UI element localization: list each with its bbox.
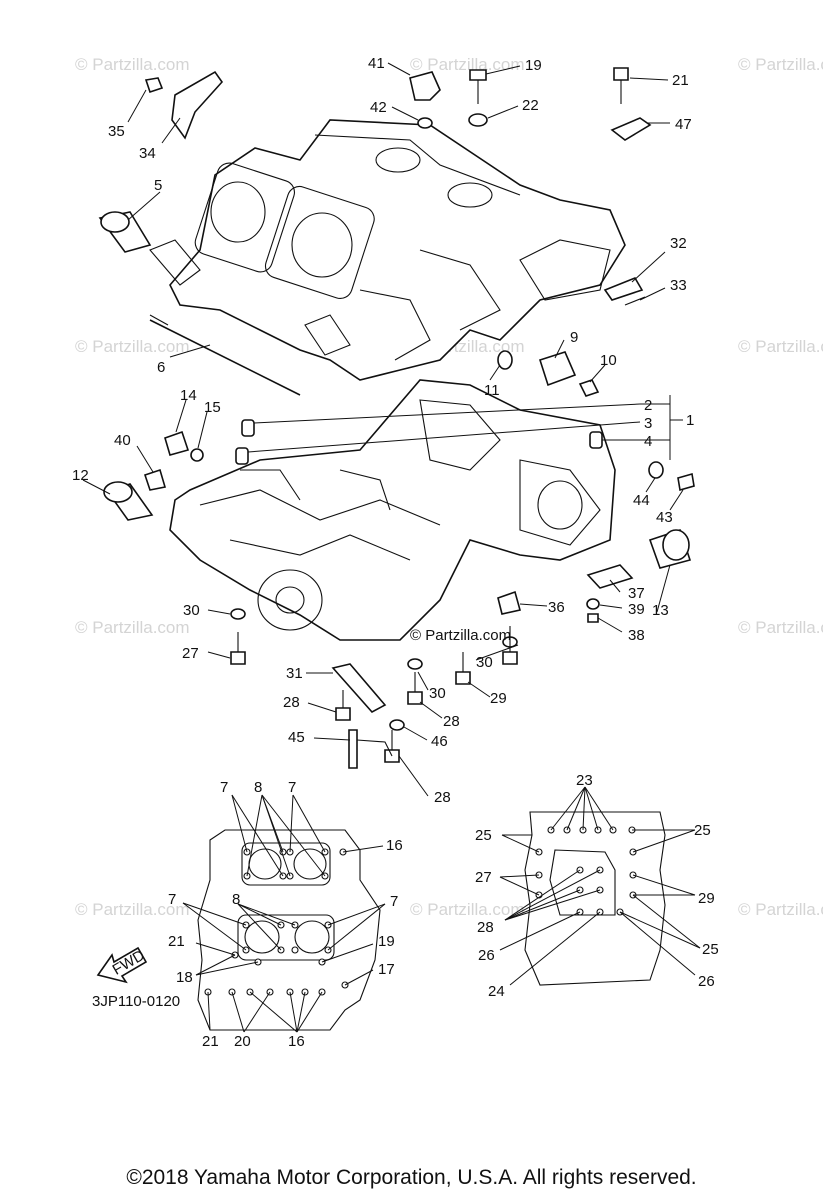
callout-47: 47: [675, 116, 692, 133]
callout-5: 5: [154, 177, 162, 194]
callout-7: 7: [390, 893, 398, 910]
callout-30: 30: [476, 654, 493, 671]
watermark: © Partzilla.com: [75, 900, 190, 919]
callout-20: 20: [234, 1033, 251, 1050]
callout-4: 4: [644, 433, 652, 450]
watermark: © Partzilla.com: [738, 337, 823, 356]
callout-46: 46: [431, 733, 448, 750]
watermark: © Partzilla.com: [738, 618, 823, 637]
watermarks: © Partzilla.com © Partzilla.com © Partzi…: [75, 55, 823, 919]
center-watermark: © Partzilla.com: [410, 627, 511, 644]
top-bolt-pattern: [197, 829, 381, 1031]
watermark: © Partzilla.com: [738, 55, 823, 74]
callout-25: 25: [694, 822, 711, 839]
callout-29: 29: [490, 690, 507, 707]
watermark: © Partzilla.com: [75, 55, 190, 74]
callout-17: 17: [378, 961, 395, 978]
callout-37: 37: [628, 585, 645, 602]
callout-8: 8: [232, 891, 240, 908]
fwd-label: FWD: [110, 947, 148, 979]
callout-33: 33: [670, 277, 687, 294]
callouts: 1 2 3 4 5 6 7 7 7 7 8 8 9 10 11 12 13 14…: [72, 55, 719, 1050]
callout-39: 39: [628, 601, 645, 618]
copyright-notice: ©2018 Yamaha Motor Corporation, U.S.A. A…: [126, 1166, 697, 1189]
upper-crankcase: [149, 119, 626, 381]
callout-22: 22: [522, 97, 539, 114]
callout-12: 12: [72, 467, 89, 484]
callout-15: 15: [204, 399, 221, 416]
watermark: © Partzilla.com: [410, 55, 525, 74]
callout-38: 38: [628, 627, 645, 644]
callout-9: 9: [570, 329, 578, 346]
callout-45: 45: [288, 729, 305, 746]
diagram-code: 3JP110-0120: [92, 993, 180, 1010]
callout-16: 16: [386, 837, 403, 854]
callout-10: 10: [600, 352, 617, 369]
callout-34: 34: [139, 145, 156, 162]
callout-21: 21: [168, 933, 185, 950]
callout-42: 42: [370, 99, 387, 116]
watermark: © Partzilla.com: [738, 900, 823, 919]
fwd-arrow: FWD: [96, 947, 148, 984]
callout-40: 40: [114, 432, 131, 449]
callout-1: 1: [686, 412, 694, 429]
callout-28: 28: [434, 789, 451, 806]
callout-28: 28: [443, 713, 460, 730]
callout-7: 7: [288, 779, 296, 796]
callout-27: 27: [475, 869, 492, 886]
watermark: © Partzilla.com: [75, 337, 190, 356]
callout-44: 44: [633, 492, 650, 509]
callout-23: 23: [576, 772, 593, 789]
callout-32: 32: [670, 235, 687, 252]
leader-lines: [82, 62, 701, 1033]
callout-25: 25: [475, 827, 492, 844]
callout-41: 41: [368, 55, 385, 72]
callout-13: 13: [652, 602, 669, 619]
callout-27: 27: [182, 645, 199, 662]
callout-36: 36: [548, 599, 565, 616]
callout-30: 30: [429, 685, 446, 702]
callout-35: 35: [108, 123, 125, 140]
callout-11: 11: [484, 382, 500, 399]
callout-43: 43: [656, 509, 673, 526]
callout-24: 24: [488, 983, 505, 1000]
lower-crankcase: [169, 379, 616, 641]
callout-21: 21: [672, 72, 689, 89]
callout-2: 2: [644, 397, 652, 414]
callout-26: 26: [698, 973, 715, 990]
callout-19: 19: [525, 57, 542, 74]
callout-3: 3: [644, 415, 652, 432]
callout-16: 16: [288, 1033, 305, 1050]
callout-31: 31: [286, 665, 303, 682]
watermark: © Partzilla.com: [410, 900, 525, 919]
watermark: © Partzilla.com: [75, 618, 190, 637]
small-parts: [98, 67, 695, 769]
callout-26: 26: [478, 947, 495, 964]
callout-19: 19: [378, 933, 395, 950]
callout-7: 7: [168, 891, 176, 908]
callout-28: 28: [477, 919, 494, 936]
callout-21: 21: [202, 1033, 219, 1050]
callout-30: 30: [183, 602, 200, 619]
callout-7: 7: [220, 779, 228, 796]
callout-29: 29: [698, 890, 715, 907]
callout-8: 8: [254, 779, 262, 796]
callout-25: 25: [702, 941, 719, 958]
callout-28: 28: [283, 694, 300, 711]
callout-18: 18: [176, 969, 193, 986]
callout-14: 14: [180, 387, 197, 404]
callout-6: 6: [157, 359, 165, 376]
bottom-bolt-pattern: [524, 811, 666, 986]
